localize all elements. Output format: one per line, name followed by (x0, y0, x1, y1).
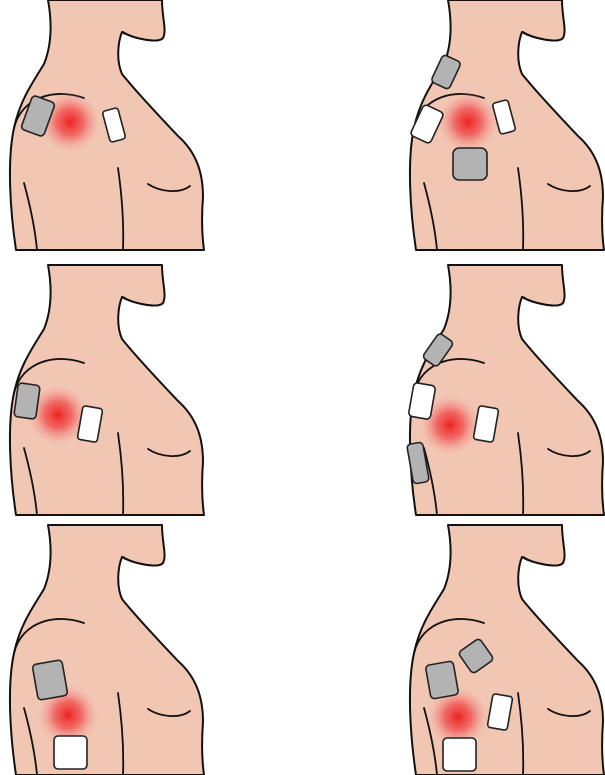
panel-5 (10, 525, 204, 775)
panel-6 (410, 525, 604, 775)
shoulder-body (10, 525, 204, 775)
panel-4 (407, 265, 604, 515)
panel-2 (410, 0, 604, 250)
shoulder-body (410, 265, 604, 515)
white-electrode-pad (408, 382, 436, 419)
pain-spot-icon (438, 92, 498, 152)
gray-electrode-pad (453, 148, 487, 180)
gray-electrode-pad (32, 660, 68, 701)
panel-3 (10, 265, 204, 515)
white-electrode-pad (443, 738, 476, 771)
gray-electrode-pad (425, 661, 458, 699)
white-electrode-pad (54, 736, 87, 769)
gray-electrode-pad (14, 383, 41, 420)
panel-1 (10, 0, 204, 250)
